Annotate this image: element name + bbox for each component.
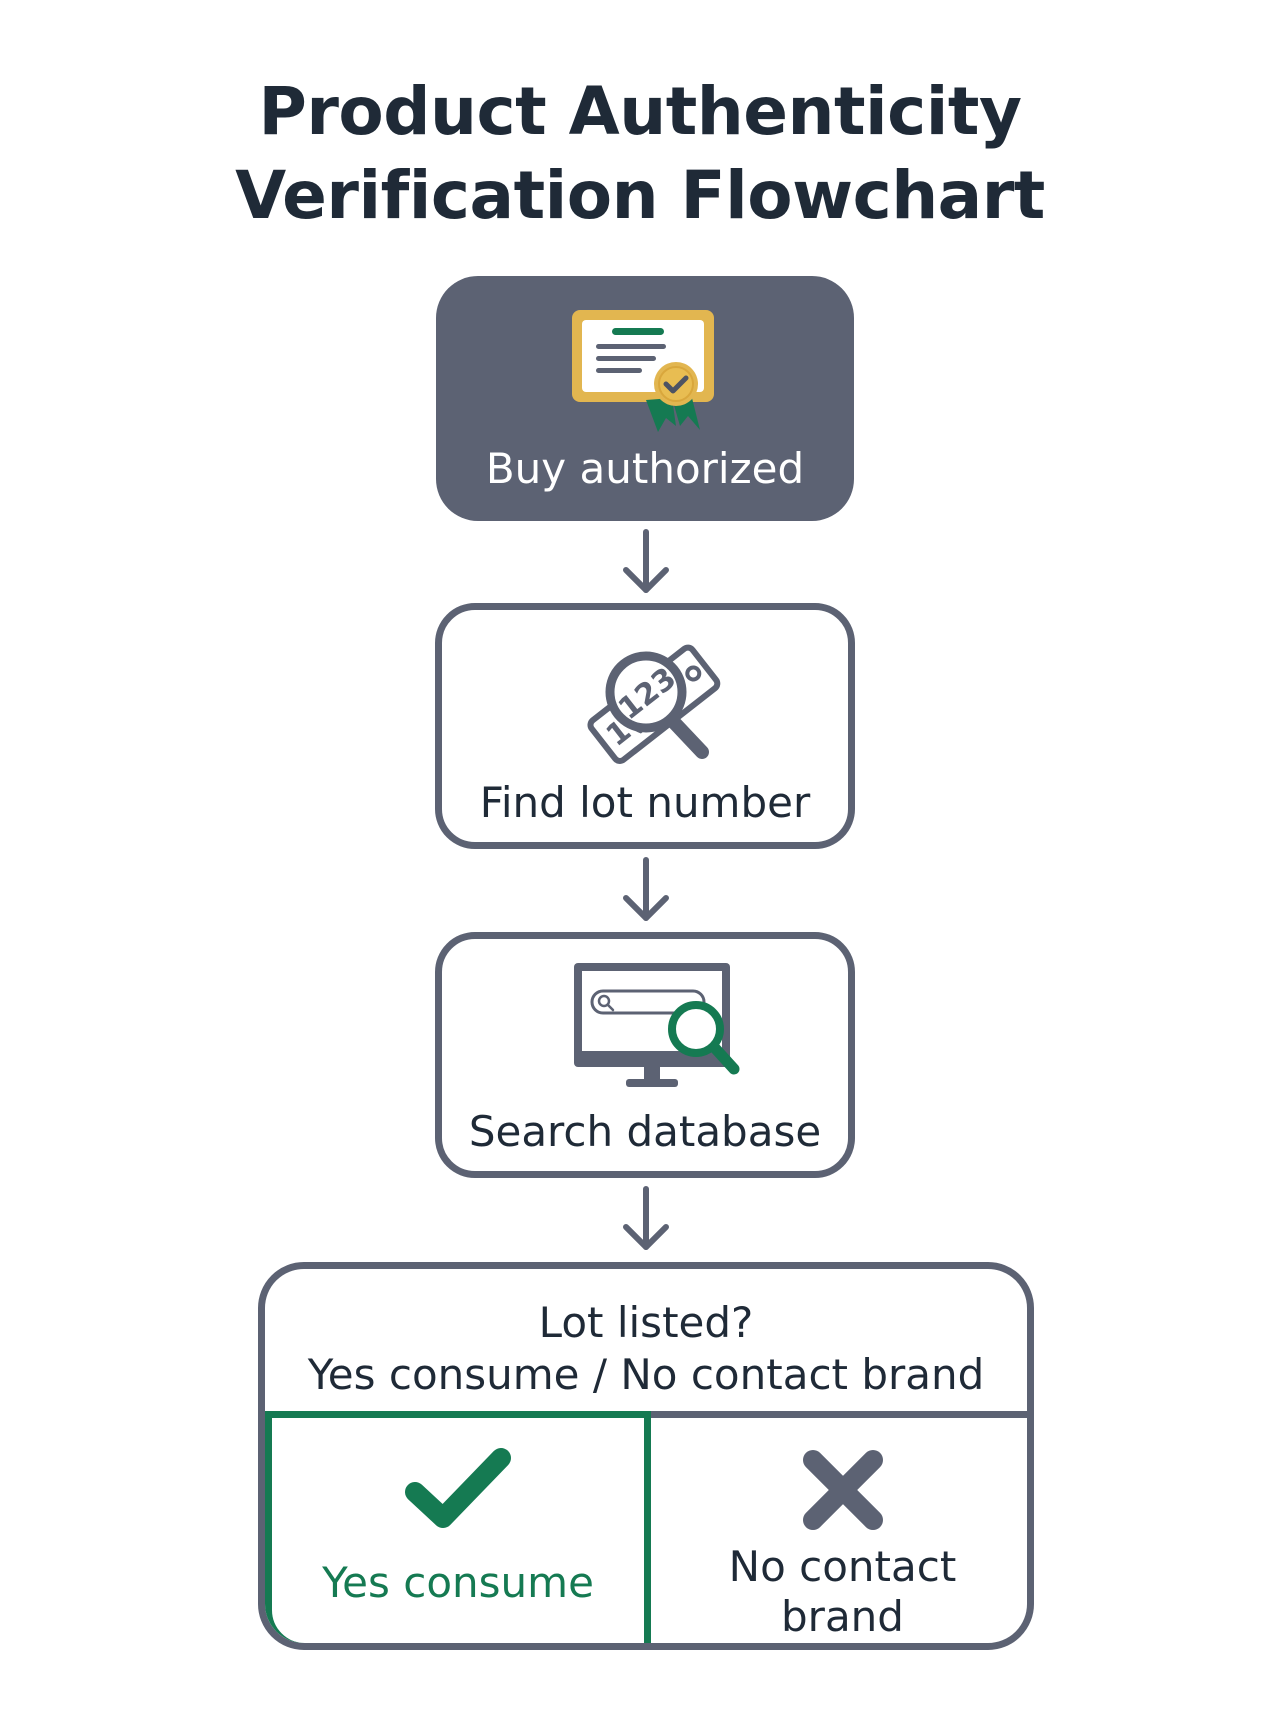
branch-no-label: No contact brand [651,1542,1027,1642]
monitor-search-icon [574,963,740,1087]
arrow-down-icon [623,1186,669,1250]
page-title: Product Authenticity Verification Flowch… [0,70,1280,238]
title-line-1: Product Authenticity [258,73,1023,150]
step-buy-authorized: Buy authorized [436,276,854,521]
decision-question: Lot listed? Yes consume / No contact bra… [265,1297,1027,1401]
certificate-icon [572,310,714,432]
arrow-down-icon [623,529,669,593]
step-find-lot-number: 1( 123 Find lot number [435,603,855,849]
branch-no-label-line-2: brand [781,1592,904,1641]
decision-box: Lot listed? Yes consume / No contact bra… [258,1262,1034,1650]
branch-yes: Yes consume [265,1411,651,1643]
title-line-2: Verification Flowchart [235,157,1045,234]
decision-question-line-2: Yes consume / No contact brand [307,1350,985,1399]
step-label: Find lot number [479,778,811,827]
lot-tag-magnifier-icon: 1( 123 [587,644,721,764]
step-search-database: Search database [435,932,855,1178]
step-label: Search database [468,1107,822,1156]
step-label: Buy authorized [485,444,805,493]
x-icon [802,1450,883,1530]
checkmark-icon [405,1448,511,1528]
decision-question-line-1: Lot listed? [538,1298,754,1347]
branch-no-label-line-1: No contact [728,1542,957,1591]
arrow-down-icon [623,857,669,921]
branch-no: No contact brand [651,1418,1027,1643]
branch-yes-label: Yes consume [322,1558,594,1607]
